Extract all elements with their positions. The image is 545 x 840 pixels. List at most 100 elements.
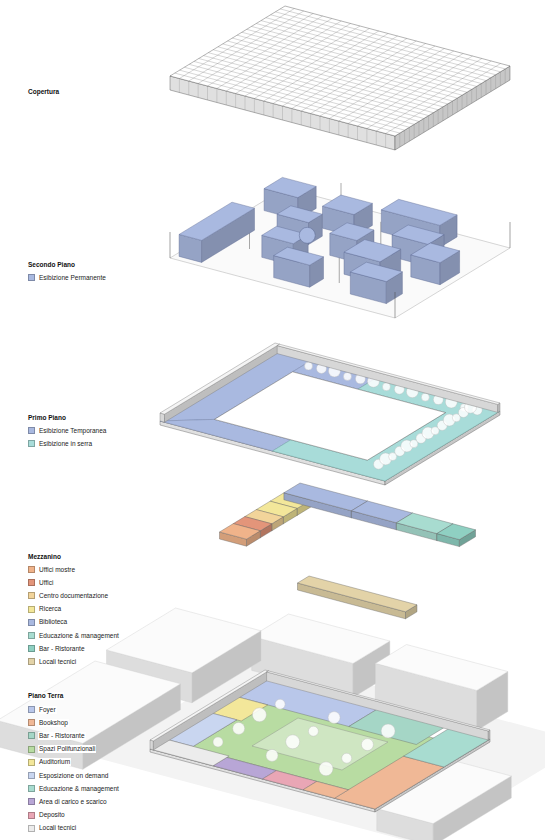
grid-line <box>428 116 429 130</box>
grid-line <box>273 104 274 118</box>
zone <box>303 781 348 798</box>
grid-line <box>471 89 472 103</box>
legend-text: Educazione & management <box>38 632 120 640</box>
grid-line <box>226 91 227 105</box>
grid-line <box>462 95 463 109</box>
legend-swatch <box>28 566 35 573</box>
grid-line <box>266 18 491 78</box>
grid-line <box>409 127 410 141</box>
grid-line <box>404 130 405 144</box>
grid-line <box>433 113 434 127</box>
grid-line <box>301 111 302 125</box>
zone <box>213 757 276 779</box>
grid-line <box>235 94 236 108</box>
grid-line <box>423 119 424 133</box>
parapet <box>165 344 280 422</box>
grid-line <box>366 129 367 143</box>
legend-text: Uffici mostre <box>38 566 76 574</box>
floor-heading: Secondo Piano <box>27 261 76 269</box>
grid-line <box>329 119 330 133</box>
wall <box>267 671 490 731</box>
grid-line <box>282 106 283 120</box>
legend-swatch <box>28 785 35 792</box>
floor-heading: Mezzanino <box>27 553 62 561</box>
legend-text: Locali tecnici <box>38 824 77 832</box>
legend-text: Biblioteca <box>38 618 68 626</box>
grid-line <box>263 101 264 115</box>
grid-line <box>466 92 467 106</box>
mezzanine-block <box>284 483 368 511</box>
grid-line <box>245 96 246 110</box>
mezzanine-block <box>437 524 476 540</box>
legend-swatch <box>28 274 35 281</box>
floor-slab <box>170 188 510 318</box>
grid-line <box>505 69 506 83</box>
mezzanine-block <box>298 576 418 612</box>
legend-text: Ricerca <box>38 605 62 613</box>
grid-line <box>486 81 487 95</box>
sphere-pavilion <box>299 227 315 243</box>
grid-line <box>367 59 482 129</box>
legend-text: Area di carico e scarico <box>38 798 108 806</box>
legend-text: Esposizione on demand <box>38 772 109 780</box>
legend-swatch <box>28 759 35 766</box>
grid-line <box>310 114 311 128</box>
wall <box>267 672 489 740</box>
tree <box>305 362 313 370</box>
grid-line <box>438 110 439 124</box>
roof <box>170 6 510 136</box>
wall <box>150 740 153 750</box>
grid-line <box>442 107 443 121</box>
legend-swatch <box>28 719 35 726</box>
grid-line <box>476 86 477 100</box>
tree <box>342 753 352 763</box>
grid-line <box>376 131 377 145</box>
parapet <box>277 344 500 404</box>
legend-text: Bar - Ristorante <box>38 732 86 740</box>
floor-heading: Copertura <box>27 88 60 96</box>
legend-text: Educazione & management <box>38 785 120 793</box>
grid-line <box>399 133 400 147</box>
grid-line <box>457 98 458 112</box>
legend-text: Bar - Ristorante <box>38 645 86 653</box>
legend-swatch <box>28 606 35 613</box>
grid-line <box>207 86 208 100</box>
context-building <box>107 608 262 673</box>
legend-swatch <box>28 619 35 626</box>
context-building <box>0 661 181 743</box>
grid-line <box>418 121 419 135</box>
legend-text: Spazi Polifunzionali <box>38 745 96 753</box>
exhibition-box <box>344 240 401 262</box>
exhibition-box <box>350 262 402 281</box>
grid-line <box>452 101 453 115</box>
mezzanine-block <box>220 524 261 540</box>
exhibition-box <box>411 243 460 263</box>
grid-line <box>414 124 415 138</box>
legend-swatch <box>28 427 35 434</box>
tree <box>319 762 333 776</box>
floor-slab <box>150 679 490 809</box>
legend-text: Esibizione Permanente <box>38 274 107 282</box>
tree <box>286 735 300 749</box>
legend-swatch <box>28 772 35 779</box>
tree <box>343 372 351 380</box>
legend-swatch <box>28 732 35 739</box>
grid-line <box>280 9 505 69</box>
grid-line <box>275 12 500 72</box>
tree <box>266 749 278 761</box>
exhibition-box <box>330 223 374 241</box>
grid-line <box>500 72 501 86</box>
grid-line <box>395 292 396 318</box>
legend-swatch <box>28 440 35 447</box>
grid-line <box>348 124 349 138</box>
zone <box>252 718 388 770</box>
wall <box>488 730 490 740</box>
grid-line <box>510 222 511 248</box>
context-building <box>252 614 390 663</box>
parapet <box>160 343 280 414</box>
grid-line <box>188 81 189 95</box>
grid-line <box>320 116 321 130</box>
parapet <box>277 346 498 413</box>
grid-line <box>179 79 180 93</box>
